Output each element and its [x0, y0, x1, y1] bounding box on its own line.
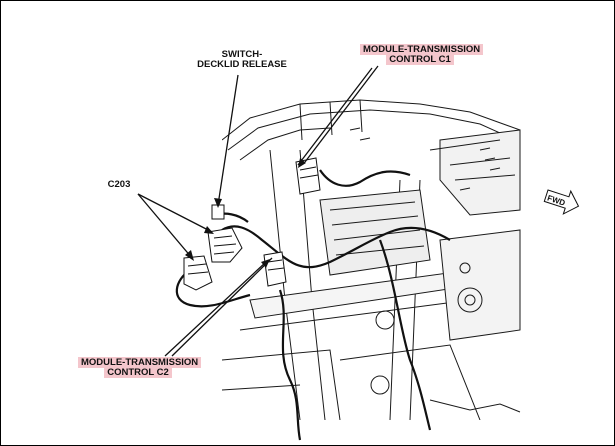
tcm-c1-label: MODULE-TRANSMISSION CONTROL C1	[360, 44, 484, 65]
leader-lines	[137, 65, 379, 357]
tcm-c2-line1: MODULE-TRANSMISSION	[78, 357, 202, 368]
switch-label-line2: DECKLID RELEASE	[197, 59, 287, 70]
c203-label: C203	[107, 179, 131, 190]
tcm-c1-line2: CONTROL C1	[386, 54, 454, 65]
connectors	[183, 157, 321, 291]
tcm-c1-line1: MODULE-TRANSMISSION	[360, 44, 484, 55]
forward-arrow-icon: FWD	[543, 189, 580, 215]
tcm-c2-label: MODULE-TRANSMISSION CONTROL C2	[78, 357, 202, 378]
switch-label-line1: SWITCH-	[221, 49, 263, 60]
arrowheads	[185, 158, 306, 268]
wiring-harness	[175, 169, 451, 441]
switch-decklid-release-label: SWITCH- DECKLID RELEASE	[196, 50, 288, 70]
tcm-c2-line2: CONTROL C2	[104, 367, 172, 378]
